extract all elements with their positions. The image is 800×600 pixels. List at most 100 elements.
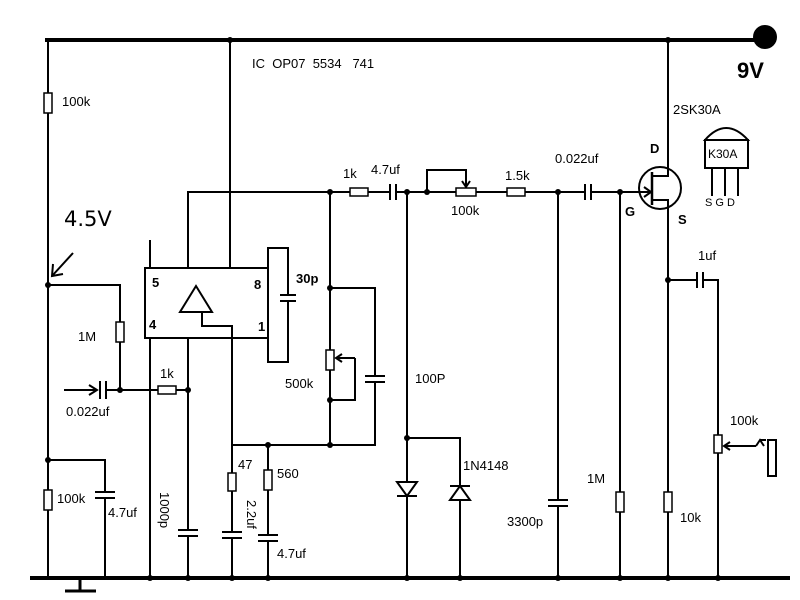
junction-dot <box>617 575 623 581</box>
resistor-gain-47 <box>227 472 237 492</box>
wire <box>267 301 289 363</box>
junction-dot <box>327 397 333 403</box>
supply-voltage-label: 9V <box>737 58 764 83</box>
ic-pin-4-label: 4 <box>149 317 157 332</box>
clipping-diodes: 100P 1N4148 <box>395 192 509 578</box>
output-stage: 1uf 100k 10k <box>663 248 777 578</box>
feedback-capacitor: 30p <box>267 247 318 363</box>
wire <box>703 279 719 435</box>
pot-tone-wiper-arrowhead <box>461 180 471 189</box>
capacitor-feedback-label: 30p <box>296 271 318 286</box>
jfet-source-label: S <box>678 212 687 227</box>
pot-volume-wiper-arrowhead <box>722 441 731 451</box>
wire <box>232 382 376 446</box>
capacitor-filter-label: 3300p <box>507 514 543 529</box>
potentiometer-gain <box>325 349 335 371</box>
junction-dot <box>665 37 671 43</box>
wire <box>187 191 350 268</box>
jfet-package-body <box>704 139 749 169</box>
ic-pin-8-label: 8 <box>254 277 261 292</box>
diode-up <box>448 484 472 501</box>
junction-dot <box>229 575 235 581</box>
resistor-bias-bottom <box>43 489 53 511</box>
resistor-input <box>157 385 177 395</box>
resistor-out <box>349 187 369 197</box>
pot-wiper-arrowhead <box>334 353 343 363</box>
wire <box>267 247 289 295</box>
junction-dot <box>227 37 233 43</box>
tone-network: 100k 1.5k 0.022uf 3300p 1M <box>426 151 650 578</box>
wire <box>48 459 106 492</box>
capacitor-bias-label: 4.7uf <box>108 505 137 520</box>
rail-junctions <box>147 37 721 581</box>
junction-dot <box>147 575 153 581</box>
resistor-out-label: 1k <box>343 166 357 181</box>
potentiometer-gain-label: 500k <box>285 376 314 391</box>
opamp-output: 1k 4.7uf <box>343 162 456 200</box>
jfet-gate-arrowhead <box>643 186 653 198</box>
jfet-package-dome <box>702 127 751 141</box>
potentiometer-tone-label: 100k <box>451 203 480 218</box>
jfet-drain-label: D <box>650 141 659 156</box>
junction-dot <box>555 575 561 581</box>
resistor-gain-47-label: 47 <box>238 457 252 472</box>
junction-dot <box>404 575 410 581</box>
jfet-part-number: 2SK30A <box>673 102 721 117</box>
resistor-bias-top-label: 100k <box>62 94 91 109</box>
wire <box>48 284 121 322</box>
jfet-package: 2SK30A K30A S G D <box>673 102 751 209</box>
resistor-input-bias-label: 1M <box>78 329 96 344</box>
jfet-body <box>638 166 682 210</box>
junction-dot <box>265 575 271 581</box>
resistor-gain-560 <box>263 469 273 491</box>
potentiometer-tone <box>455 187 477 197</box>
resistor-input-label: 1k <box>160 366 174 381</box>
junction-dot <box>457 575 463 581</box>
resistor-input-bias <box>115 321 125 343</box>
resistor-gate <box>615 491 625 513</box>
mid-voltage-label: 4.5V <box>64 207 112 231</box>
jfet-package-marking: K30A <box>708 147 737 161</box>
resistor-gate-label: 1M <box>587 471 605 486</box>
input-network: 1M 0.022uf 1k 1000p <box>48 284 198 578</box>
ic-pin-5-label: 5 <box>152 275 159 290</box>
capacitor-input-filter-label: 1000p <box>157 492 172 528</box>
resistor-tone-label: 1.5k <box>505 168 530 183</box>
mid-voltage-arrow <box>51 252 74 277</box>
opamp-triangle <box>178 284 214 313</box>
resistor-source <box>663 491 673 513</box>
potentiometer-volume-label: 100k <box>730 413 759 428</box>
mid-voltage-arrowhead <box>50 263 64 278</box>
wire <box>407 437 461 578</box>
potentiometer-volume <box>713 434 723 454</box>
capacitor-gain-47-label: 4.7uf <box>277 546 306 561</box>
resistor-tone <box>506 187 526 197</box>
jfet-package-pinout: S G D <box>705 197 735 209</box>
capacitor-gain-22-label: 2.2uf <box>244 500 259 529</box>
diode-label: 1N4148 <box>463 458 509 473</box>
bias-divider: 100k 100k 4.7uf 4.5V <box>43 40 137 578</box>
jfet-drain-lead <box>652 40 669 177</box>
wire <box>330 287 376 376</box>
resistor-bias-bottom-label: 100k <box>57 491 86 506</box>
capacitor-input-label: 0.022uf <box>66 404 110 419</box>
opamp-ic: 5 8 4 1 <box>144 40 350 578</box>
resistor-source-label: 10k <box>680 510 701 525</box>
ic-label: IC OP07 5534 741 <box>252 56 374 71</box>
resistor-bias-top <box>43 92 53 114</box>
capacitor-clip-label: 100P <box>415 371 445 386</box>
diode-down <box>395 481 419 498</box>
jfet: D G S <box>625 40 687 280</box>
junction-dot <box>185 575 191 581</box>
jfet-gate-label: G <box>625 204 635 219</box>
ic-pin-1-label: 1 <box>258 319 265 334</box>
output-jack <box>767 439 777 477</box>
gain-network: 500k 47 2.2uf 560 4.7uf <box>222 189 385 578</box>
capacitor-out-label: 4.7uf <box>371 162 400 177</box>
junction-dot <box>715 575 721 581</box>
capacitor-coupling-label: 0.022uf <box>555 151 599 166</box>
input-arrowhead <box>88 384 99 396</box>
resistor-gain-560-label: 560 <box>277 466 299 481</box>
jfet-source-lead <box>652 199 669 280</box>
